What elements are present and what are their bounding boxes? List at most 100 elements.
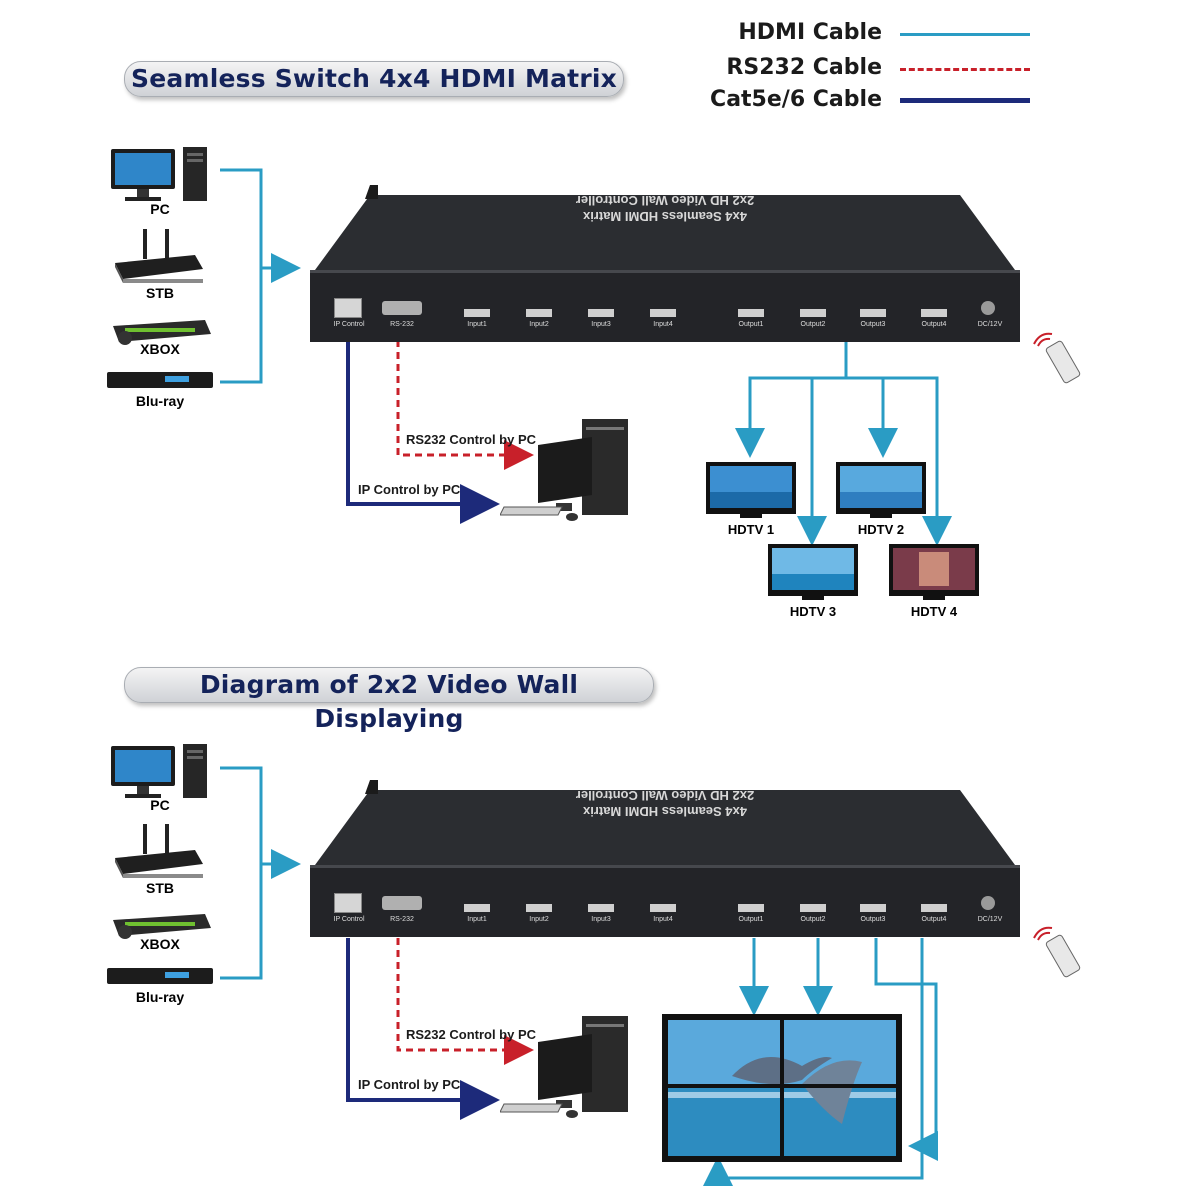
source-label-bluray: Blu-ray [135,989,185,1005]
hdtv-3: HDTV 3 [768,544,858,624]
port-label-dc12v: DC/12V [977,321,1003,328]
source-label-xbox: XBOX [140,936,180,952]
video-wall [662,1014,902,1162]
hdmi-port-input2 [526,309,552,317]
port-label-input4: Input4 [653,321,673,328]
rs232-port [382,896,422,910]
router-icon [115,229,203,283]
port-label-output3: Output3 [860,916,886,923]
source-label-pc: PC [150,201,170,217]
tv-label: HDTV 4 [910,604,958,619]
source-label-stb: STB [146,880,174,896]
port-label-input2: Input2 [529,321,549,328]
control-pc-icon [500,1016,628,1118]
source-label-bluray: Blu-ray [135,393,185,409]
hdtv-2: HDTV 2 [836,462,926,542]
section1-title: Seamless Switch 4x4 HDMI Matrix [124,61,624,97]
remote-control-icon [1033,332,1081,384]
hdmi-port-input2 [526,904,552,912]
video-wall-image [668,1020,896,1156]
section1-pc-source: PC [105,145,215,217]
port-label-input1: Input1 [467,321,487,328]
hdmi-port-output4 [921,904,947,912]
port-label-output2: Output2 [800,321,826,328]
section2-title: Diagram of 2x2 Video Wall Displaying [124,667,654,733]
section2-pc-source: PC [105,742,215,813]
section2-xbox-source: XBOX [105,906,215,956]
source-label-xbox: XBOX [140,341,180,357]
rs232-control-label: RS232 Control by PC [406,1027,537,1042]
hdmi-port-output4 [921,309,947,317]
port-label-dc12v: DC/12V [977,916,1003,923]
tv-label: HDTV 2 [857,522,905,537]
console-icon [113,320,211,345]
section2-bluray-source: Blu-ray [105,964,215,1009]
bluray-player-icon [107,968,213,984]
legend-hdmi-label: HDMI Cable [738,20,882,45]
legend-rs232-line [900,68,1030,71]
tv-icon [889,544,979,600]
bluray-player-icon [107,372,213,388]
tv-icon [706,462,796,518]
hdtv-1: HDTV 1 [706,462,796,542]
port-label-ip-control: IP Control [333,321,365,328]
hdmi-port-output2 [800,904,826,912]
hdmi-port-output3 [860,309,886,317]
hdmi-port-input4 [650,904,676,912]
source-label-stb: STB [146,285,174,301]
router-icon [115,824,203,878]
hdmi-port-input1 [464,904,490,912]
hdmi-port-input4 [650,309,676,317]
matrix-chassis [310,780,1020,937]
port-label-input4: Input4 [653,916,673,923]
section1-matrix-device: 2x2 HD Video Wall Controller 4x4 Seamles… [310,185,1020,345]
port-label-output4: Output4 [921,321,947,328]
port-label-rs232: RS-232 [390,321,414,328]
device-top-label-1: 2x2 HD Video Wall Controller [575,788,755,803]
port-label-input2: Input2 [529,916,549,923]
pc-icon [111,744,207,798]
section1-xbox-source: XBOX [105,312,215,362]
rs232-control-label: RS232 Control by PC [406,432,537,447]
port-label-rs232: RS-232 [390,916,414,923]
section2-matrix-device: 2x2 HD Video Wall Controller 4x4 Seamles… [310,780,1020,940]
port-label-input1: Input1 [467,916,487,923]
port-label-output3: Output3 [860,321,886,328]
section2-stb-source: STB [105,820,215,900]
ip-control-label: IP Control by PC [358,1077,461,1092]
hdmi-port-output1 [738,309,764,317]
hdtv-4: HDTV 4 [889,544,979,624]
hdmi-port-input1 [464,309,490,317]
remote-control-icon [1033,926,1081,978]
port-label-input3: Input3 [591,916,611,923]
tv-label: HDTV 3 [789,604,837,619]
ip-control-label: IP Control by PC [358,482,461,497]
legend-hdmi-line [900,33,1030,36]
legend-cat-line [900,98,1030,103]
ethernet-port [334,893,362,913]
port-label-output4: Output4 [921,916,947,923]
control-pc-icon [500,419,628,521]
dc-power-port [981,896,995,910]
matrix-chassis [310,185,1020,342]
hdmi-port-output2 [800,309,826,317]
section1-bluray-source: Blu-ray [105,368,215,413]
section1-stb-source: STB [105,225,215,305]
rs232-port [382,301,422,315]
hdmi-port-output3 [860,904,886,912]
source-label-pc: PC [150,797,170,813]
console-icon [113,914,211,939]
pc-icon [111,147,207,201]
port-label-output2: Output2 [800,916,826,923]
port-label-input3: Input3 [591,321,611,328]
ethernet-port [334,298,362,318]
port-label-output1: Output1 [738,916,764,923]
tv-label: HDTV 1 [727,522,775,537]
legend-cat-label: Cat5e/6 Cable [710,87,882,112]
tv-icon [836,462,926,518]
hdmi-port-output1 [738,904,764,912]
dc-power-port [981,301,995,315]
legend-rs232-label: RS232 Cable [726,55,882,80]
